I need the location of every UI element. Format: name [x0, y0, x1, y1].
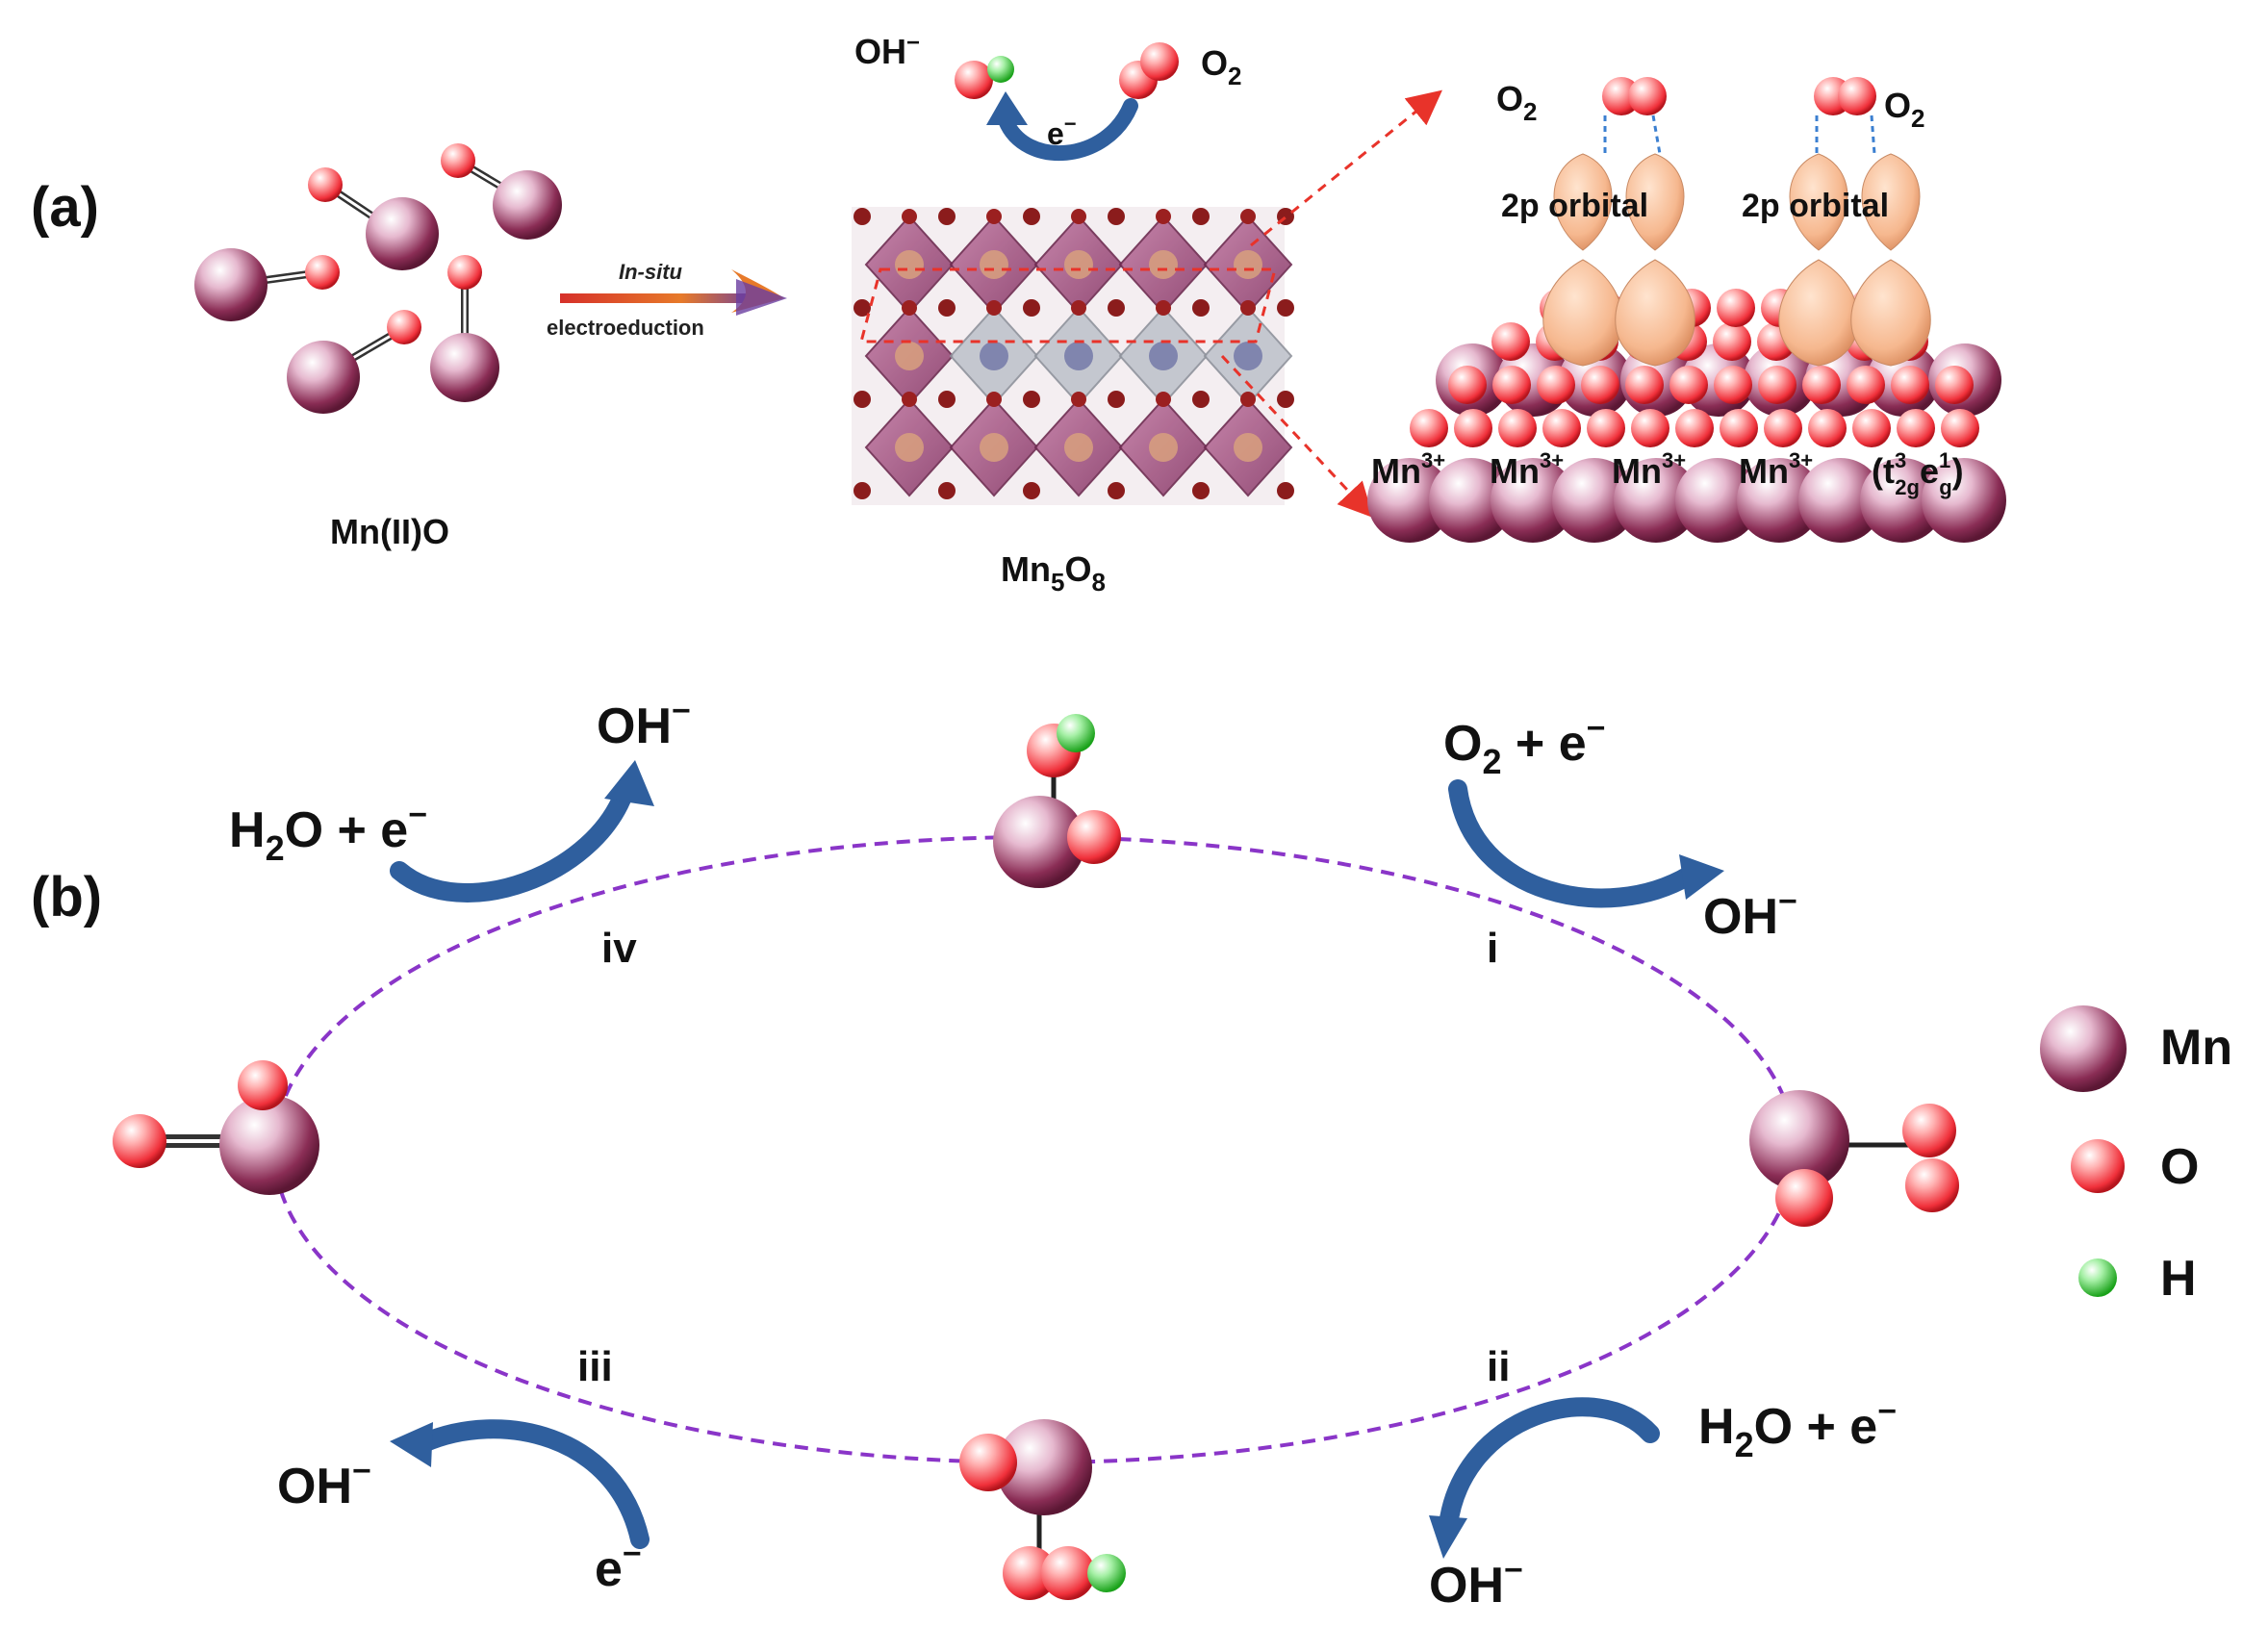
step-iii-product: OH−: [277, 1453, 371, 1514]
step-i-reactant: O2 + e−: [1443, 710, 1606, 781]
mn3-ion-labels: Mn3+ Mn3+ Mn3+ Mn3+: [1371, 448, 1813, 491]
legend-o-label: O: [2160, 1139, 2199, 1195]
orbital-label-right: 2p orbital: [1742, 188, 1889, 224]
lattice-selection-box: [859, 267, 1277, 343]
top-oh-label: OH−: [854, 30, 920, 71]
step-i-arrow: [1448, 779, 1724, 908]
svg-text:Mn3+: Mn3+: [1739, 448, 1813, 491]
step-ii-label: ii: [1487, 1343, 1510, 1390]
step-iv-product: OH−: [597, 693, 691, 754]
intermediate-bottom: [959, 1419, 1126, 1600]
panel-a-label: (a): [31, 176, 99, 239]
top-electron-arrow: [986, 91, 1138, 162]
mn-ii-o-molecules: [194, 143, 562, 414]
panel-b-label: (b): [31, 866, 102, 928]
adsorbed-o2-right: [1814, 77, 1876, 155]
top-electron-label: e−: [1047, 112, 1077, 151]
legend-h-label: H: [2160, 1251, 2197, 1307]
step-ii-reactant: H2O + e−: [1698, 1393, 1897, 1464]
step-iv-reactant: H2O + e−: [229, 797, 427, 868]
adsorbed-o2-left: [1602, 77, 1667, 155]
arrow-bottom-label: electroeduction: [547, 316, 704, 340]
intermediate-left: [113, 1060, 319, 1195]
arrow-top-label: In-situ: [619, 260, 683, 284]
product-label: Mn5O8: [1001, 549, 1106, 597]
o2-right-label: O2: [1884, 86, 1924, 133]
o2-left-label: O2: [1496, 79, 1537, 126]
intermediate-right: [1749, 1090, 1959, 1227]
legend: Mn O H: [2040, 1005, 2232, 1307]
orbital-lobes: [1542, 153, 1931, 367]
reaction-cycle-ellipse: [272, 835, 1797, 1464]
orbital-label-left: 2p orbital: [1501, 188, 1648, 224]
step-iv-arrow: [390, 760, 654, 902]
precursor-label: Mn(II)O: [330, 512, 449, 551]
top-o2-molecule: [1119, 42, 1179, 99]
zoom-arrow-upper: [1250, 89, 1442, 247]
top-o2-label: O2: [1201, 43, 1241, 90]
legend-mn-label: Mn: [2160, 1020, 2232, 1076]
svg-text:Mn3+: Mn3+: [1490, 448, 1564, 491]
svg-text:Mn3+: Mn3+: [1612, 448, 1686, 491]
step-iii-electron: e−: [595, 1536, 642, 1597]
intermediate-top: [993, 714, 1121, 888]
in-situ-arrow: [560, 269, 787, 316]
top-oh-molecule: [955, 56, 1014, 99]
step-iii-label: iii: [577, 1343, 613, 1390]
step-ii-product: OH−: [1429, 1552, 1523, 1614]
step-i-label: i: [1487, 925, 1498, 972]
mn5o8-lattice: [852, 207, 1294, 505]
step-i-product: OH−: [1703, 883, 1797, 945]
step-iii-arrow: [390, 1419, 650, 1549]
surface-zoom: [1367, 153, 2006, 543]
svg-text:Mn3+: Mn3+: [1371, 448, 1445, 491]
step-ii-arrow: [1429, 1397, 1660, 1559]
step-iv-label: iv: [601, 925, 637, 972]
